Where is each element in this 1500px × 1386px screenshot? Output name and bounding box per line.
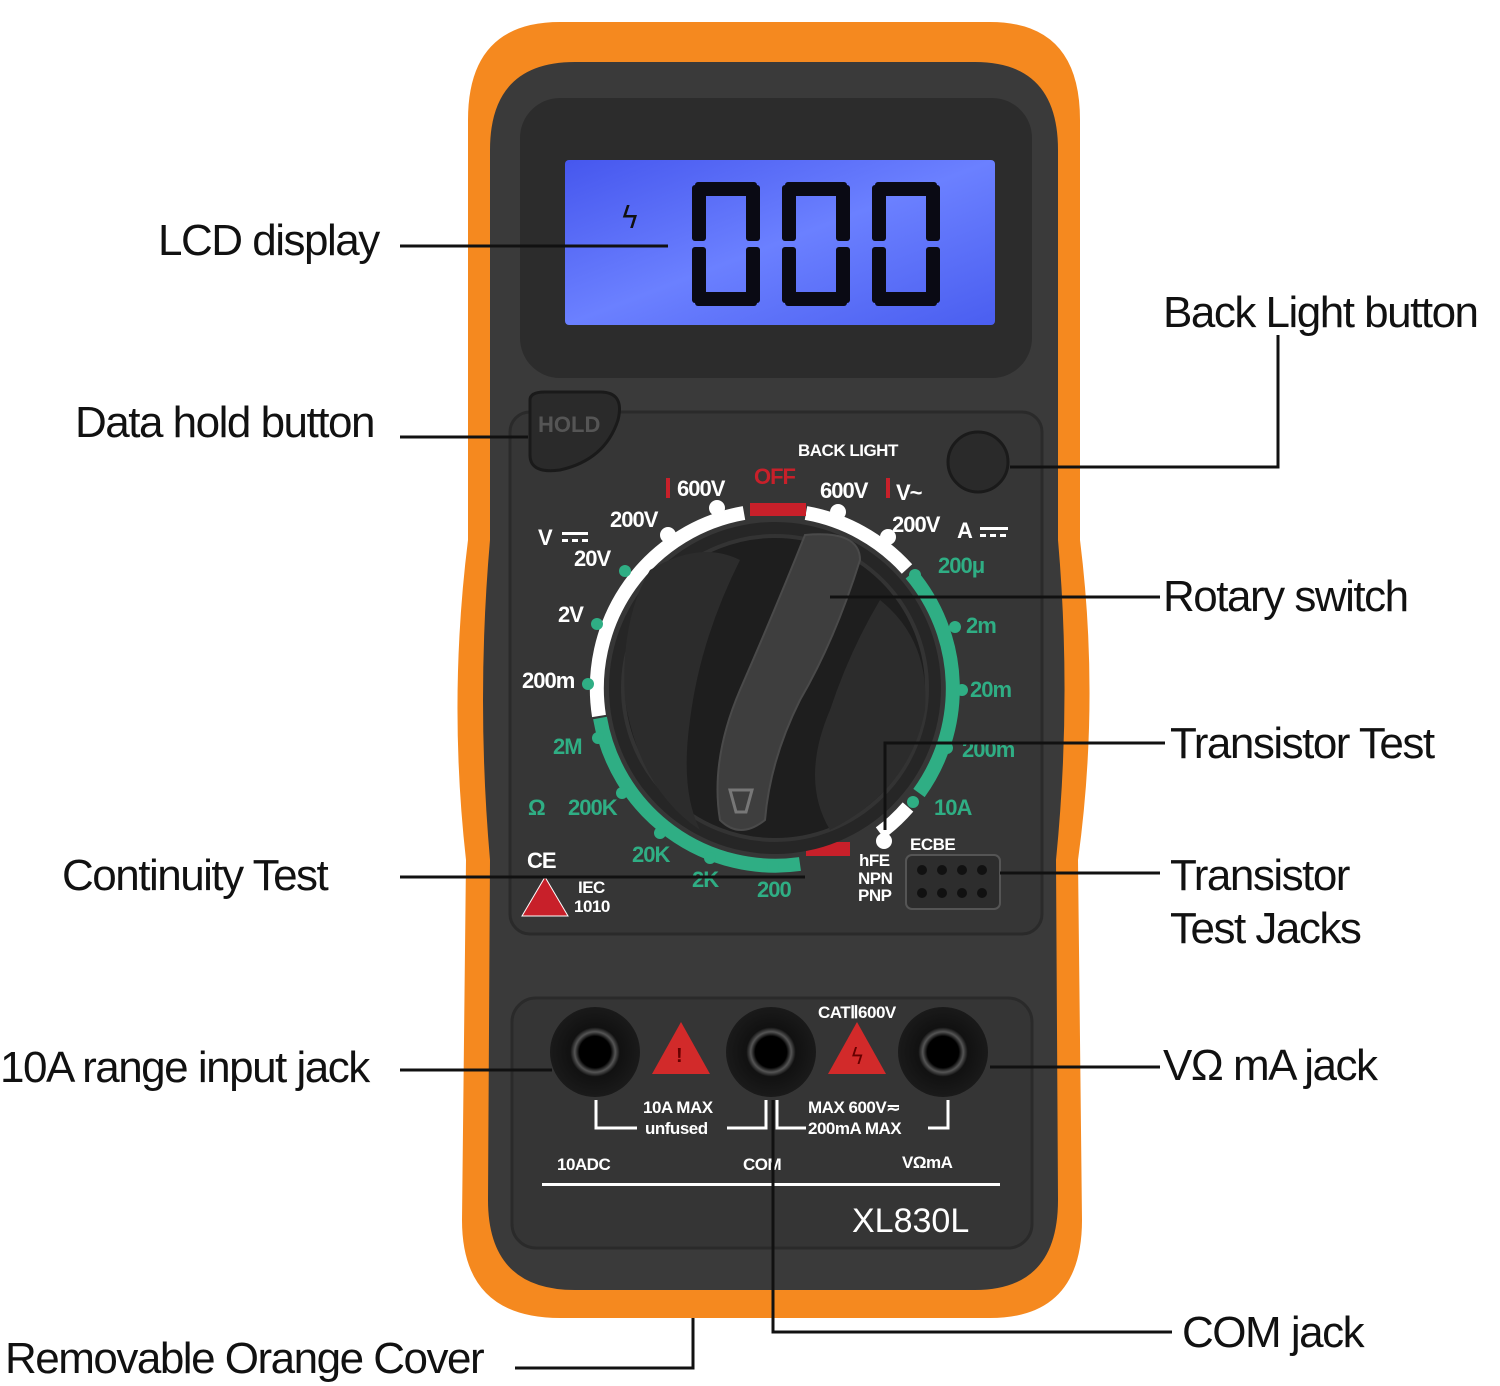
callout-com-jack: COM jack: [1182, 1308, 1366, 1357]
hfe-label: hFE: [859, 851, 890, 870]
callout-removable-orange-cover: Removable Orange Cover: [5, 1334, 484, 1383]
lcd-reading: [692, 182, 940, 306]
high-voltage-icon: [828, 1022, 886, 1074]
callout-transistor-test-jacks-line1: Transistor: [1170, 851, 1350, 900]
callout-continuity-test: Continuity Test: [62, 851, 329, 900]
warning-10a-max: 10A MAX: [643, 1098, 714, 1117]
dial-scale: [589, 503, 960, 873]
callout-transistor-test: Transistor Test: [1170, 719, 1435, 768]
lcd-segment: [785, 182, 847, 196]
iec-label: IEC: [578, 878, 605, 897]
lcd-segment: [692, 185, 706, 241]
lcd-segment: [692, 247, 706, 303]
svg-text:ϟ: ϟ: [850, 1045, 865, 1070]
off-marker: [750, 503, 806, 516]
off-label: OFF: [754, 464, 796, 489]
dc-symbol-icon: [562, 532, 588, 542]
lcd-display: [565, 160, 995, 325]
ohm-symbol: Ω: [528, 795, 545, 820]
range-dcv-600v: 600V: [677, 476, 726, 501]
callout-leaders: [400, 244, 1280, 1370]
callouts: LCD display Back Light button Data hold …: [0, 216, 1479, 1383]
callout-rotary-switch: Rotary switch: [1163, 572, 1408, 621]
cat-rating: CATⅡ600V: [818, 1003, 897, 1022]
transistor-test-jacks[interactable]: [905, 854, 1001, 910]
lcd-segment: [875, 182, 937, 196]
dc-symbol-icon: [980, 527, 1008, 537]
range-dca-20m: 20m: [970, 677, 1011, 702]
lcd-segment: [872, 185, 886, 241]
acv-symbol: V~: [896, 480, 923, 505]
backlight-button[interactable]: [946, 430, 1010, 494]
dial-dots: [582, 500, 968, 872]
jack-label-vohm-ma: VΩmA: [902, 1153, 953, 1172]
lcd-segment: [746, 247, 760, 303]
warning-triangle-icon: [652, 1022, 710, 1074]
rotary-switch[interactable]: [609, 522, 941, 854]
range-ohm-2k: 2K: [692, 867, 719, 892]
range-ohm-20k: 20K: [632, 842, 670, 867]
lcd-segment: [836, 247, 850, 303]
range-ohm-200k: 200K: [568, 795, 618, 820]
warning-triangle-icon: [521, 876, 569, 917]
lcd-segment: [875, 292, 937, 306]
npn-label: NPN: [858, 869, 893, 888]
hold-button[interactable]: HOLD: [528, 390, 621, 473]
lcd-segment: [836, 185, 850, 241]
ce-mark: CE: [527, 848, 556, 873]
warning-unfused: unfused: [645, 1119, 708, 1138]
range-acv-200v: 200V: [892, 512, 941, 537]
range-ohm-200: 200: [757, 877, 791, 902]
range-dcv-2v: 2V: [558, 602, 584, 627]
svg-text:!: !: [676, 1045, 683, 1067]
lcd-segment: [782, 185, 796, 241]
range-dca-200m: 200m: [962, 737, 1015, 762]
low-battery-icon: ϟ: [620, 201, 640, 236]
lcd-segment: [926, 185, 940, 241]
range-dcv-200m: 200m: [522, 668, 575, 693]
jack-com[interactable]: [726, 1007, 816, 1097]
range-dcv-20v: 20V: [574, 546, 611, 571]
lcd-segment: [782, 247, 796, 303]
range-dcv-200v: 200V: [610, 507, 659, 532]
callout-10a-range-input-jack: 10A range input jack: [0, 1043, 371, 1092]
iec-number: 1010: [574, 897, 610, 916]
range-dca-200u: 200μ: [938, 553, 984, 578]
range-dca-10a: 10A: [934, 795, 972, 820]
callout-lcd-display: LCD display: [158, 216, 380, 265]
knob-pointer-icon: [728, 788, 754, 814]
lcd-segment: [746, 185, 760, 241]
jack-10adc[interactable]: [550, 1007, 640, 1097]
callout-data-hold-button: Data hold button: [75, 398, 374, 447]
lcd-segment: [695, 182, 757, 196]
callout-back-light-button: Back Light button: [1163, 288, 1478, 337]
dcv-symbol: V: [538, 525, 553, 550]
lcd-segment: [695, 292, 757, 306]
jack-label-10adc: 10ADC: [557, 1155, 610, 1174]
backlight-label: BACK LIGHT: [798, 441, 899, 460]
range-ohm-2m: 2M: [553, 734, 582, 759]
warning-max-600v: MAX 600V≂: [808, 1098, 900, 1117]
lcd-segment: [872, 247, 886, 303]
jack-vohm-ma[interactable]: [898, 1007, 988, 1097]
warning-200ma-max: 200mA MAX: [808, 1119, 902, 1138]
range-acv-600v: 600V: [820, 478, 869, 503]
callout-vohm-ma-jack: VΩ mA jack: [1163, 1041, 1379, 1090]
callout-transistor-test-jacks-line2: Test Jacks: [1170, 904, 1361, 953]
range-dca-2m: 2m: [966, 613, 996, 638]
pnp-label: PNP: [858, 886, 892, 905]
hold-label: HOLD: [538, 412, 600, 437]
lcd-segment: [785, 292, 847, 306]
jack-label-com: COM: [743, 1155, 782, 1174]
model-name: XL830L: [852, 1202, 969, 1240]
transistor-pin-labels: ECBE: [910, 835, 955, 854]
dca-symbol: A: [957, 518, 973, 543]
lcd-segment: [926, 247, 940, 303]
input-jacks: CATⅡ600V ! ϟ 10A MAX unfused MAX 600V≂ 2…: [542, 1003, 1000, 1240]
dial-labels: V 200m 2V 20V 200V 600V OFF 600V V~ 200V…: [521, 464, 1016, 917]
